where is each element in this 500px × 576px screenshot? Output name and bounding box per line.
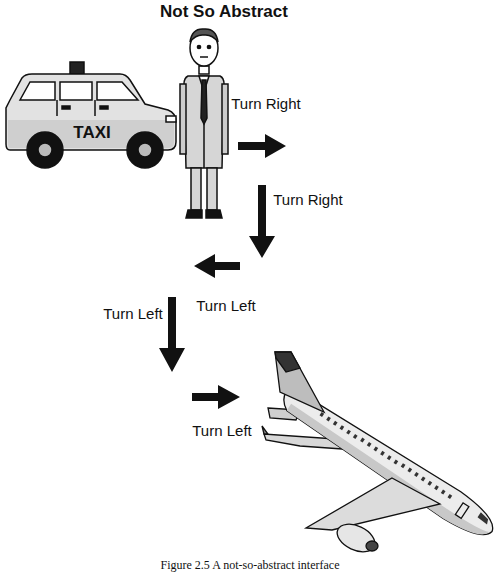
direction-label: Turn Left [196, 297, 255, 314]
direction-label: Turn Left [192, 422, 251, 439]
direction-label: Turn Right [273, 191, 342, 208]
direction-label: Turn Right [231, 95, 300, 112]
direction-arrows [159, 134, 286, 409]
figure-title: Not So Abstract [160, 2, 288, 22]
taxi-illustration [6, 62, 176, 168]
figure-caption: Figure 2.5 A not-so-abstract interface [161, 559, 340, 573]
direction-label: Turn Left [103, 305, 162, 322]
airplane-illustration [262, 352, 500, 557]
man-figure [180, 29, 228, 218]
taxi-sign-text: TAXI [73, 123, 110, 143]
